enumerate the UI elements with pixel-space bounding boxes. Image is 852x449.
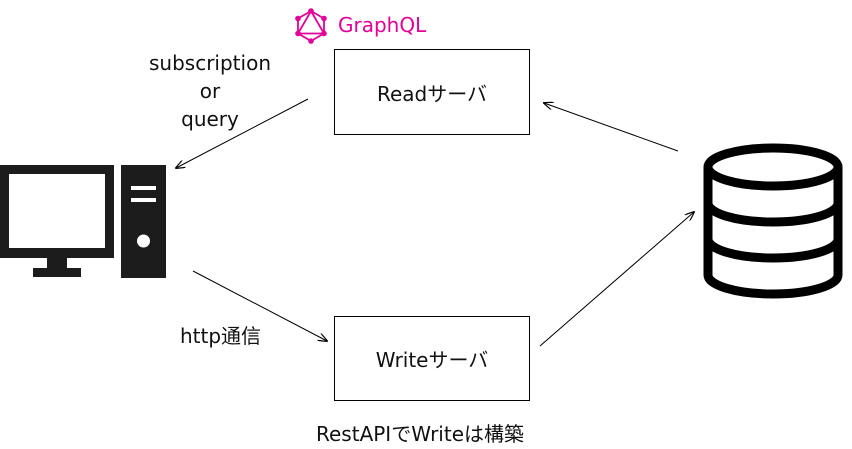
graphql-label: GraphQL	[338, 13, 427, 37]
read-server-label: Readサーバ	[376, 81, 488, 106]
read-edge-label-line2: or	[199, 79, 221, 103]
write-edge-label: http通信	[180, 324, 262, 348]
desktop-computer-icon	[0, 165, 166, 278]
database-icon	[703, 143, 843, 299]
db-to-read-arrow	[544, 103, 679, 152]
write-caption: RestAPIでWriteは構築	[316, 422, 525, 446]
read-edge-label-line1: subscription	[149, 51, 271, 75]
write-to-db-arrow	[539, 212, 694, 347]
read-edge-label-line3: query	[181, 107, 239, 131]
graphql-logo-icon	[295, 8, 327, 44]
write-server-label: Writeサーバ	[375, 348, 489, 372]
read-server-box: Readサーバ	[334, 49, 530, 135]
read-edge-label: subscription or query	[128, 49, 292, 133]
write-server-box: Writeサーバ	[334, 316, 530, 401]
